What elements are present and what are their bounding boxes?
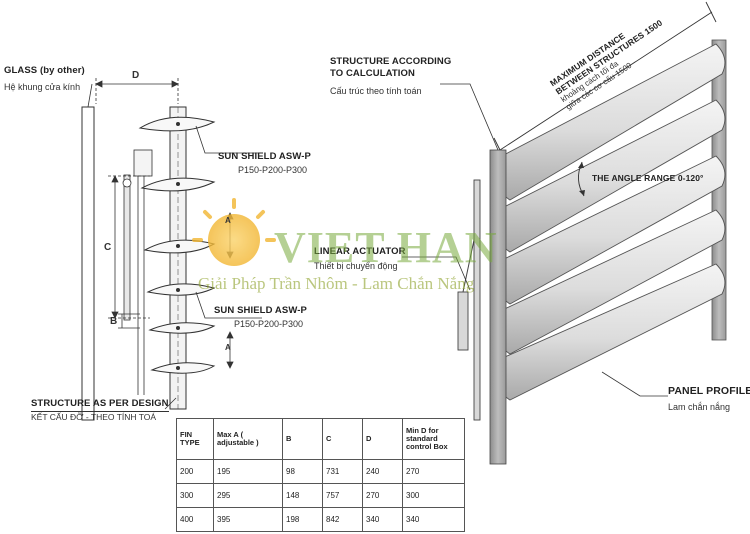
sun-shield-bottom-label: SUN SHIELD ASW-P bbox=[214, 305, 307, 316]
watermark-sun-logo bbox=[192, 198, 276, 266]
structure-calc-label-1: STRUCTURE ACCORDING bbox=[330, 56, 452, 67]
watermark-brand: VIET HAN bbox=[274, 223, 498, 272]
header-b: B bbox=[282, 418, 323, 460]
panel-profile-leader bbox=[601, 371, 668, 397]
structure-design-leader bbox=[164, 397, 177, 410]
table-cell: 148 bbox=[282, 483, 323, 508]
header-c: C bbox=[322, 418, 363, 460]
dimension-c bbox=[108, 175, 150, 319]
glass-panel bbox=[81, 106, 95, 421]
dimension-b-label: B bbox=[110, 316, 118, 327]
angle-range-label: THE ANGLE RANGE 0-120° bbox=[592, 173, 704, 183]
actuator-rod-left bbox=[123, 174, 131, 321]
header-max-a: Max A ( adjustable ) bbox=[213, 418, 283, 460]
sun-shield-bottom-leader bbox=[195, 291, 262, 319]
header-min-d: Min D for standard control Box bbox=[402, 418, 465, 460]
structure-calc-label-2: TO CALCULATION bbox=[330, 68, 415, 79]
structure-design-label-vi: KẾT CẤU ĐỠ - THEO TÍNH TOÁ bbox=[31, 412, 157, 422]
dimension-a-label-bottom: A bbox=[225, 343, 231, 352]
table-row: 200 195 98 731 240 270 bbox=[176, 459, 465, 484]
table-cell: 270 bbox=[402, 459, 465, 484]
table-cell: 300 bbox=[402, 483, 465, 508]
dimension-b bbox=[118, 313, 140, 329]
linear-actuator-leader bbox=[402, 256, 471, 291]
table-cell: 98 bbox=[282, 459, 323, 484]
table-cell: 200 bbox=[176, 459, 214, 484]
structure-design-label: STRUCTURE AS PER DESIGN bbox=[31, 398, 169, 412]
sun-shield-top-sizes: P150-P200-P300 bbox=[238, 165, 308, 175]
louver-blades-perspective bbox=[494, 43, 726, 401]
spec-table: FIN TYPE Max A ( adjustable ) B C D Min … bbox=[176, 418, 465, 532]
table-cell: 400 bbox=[176, 507, 214, 532]
dimension-a-label-top: A bbox=[225, 216, 231, 225]
linear-actuator-label-vi: Thiết bị chuyển động bbox=[314, 261, 398, 271]
structure-calc-label-vi: Cấu trúc theo tính toán bbox=[330, 86, 422, 96]
table-cell: 757 bbox=[322, 483, 363, 508]
spec-table-header-row: FIN TYPE Max A ( adjustable ) B C D Min … bbox=[176, 418, 465, 460]
structure-post-front bbox=[489, 149, 507, 465]
dimension-c-label: C bbox=[104, 242, 112, 253]
panel-profile-label-vi: Lam chắn nắng bbox=[668, 402, 731, 412]
header-d: D bbox=[362, 418, 403, 460]
watermark-tagline: Giải Pháp Trần Nhôm - Lam Chắn Nắng bbox=[198, 274, 475, 293]
linear-actuator-device bbox=[457, 179, 481, 421]
glass-label: GLASS (by other) bbox=[4, 65, 85, 76]
table-cell: 195 bbox=[213, 459, 283, 484]
sun-shield-bottom-sizes: P150-P200-P300 bbox=[234, 319, 304, 329]
table-cell: 300 bbox=[176, 483, 214, 508]
table-cell: 240 bbox=[362, 459, 403, 484]
table-cell: 731 bbox=[322, 459, 363, 484]
table-cell: 340 bbox=[402, 507, 465, 532]
table-cell: 270 bbox=[362, 483, 403, 508]
structure-calc-leader bbox=[440, 83, 499, 151]
table-cell: 395 bbox=[213, 507, 283, 532]
table-row: 300 295 148 757 270 300 bbox=[176, 483, 465, 508]
glass-label-vi: Hệ khung cửa kính bbox=[4, 82, 81, 92]
panel-profile-label: PANEL PROFILE bbox=[668, 385, 750, 397]
table-cell: 198 bbox=[282, 507, 323, 532]
sun-shield-top-leader bbox=[195, 125, 262, 154]
header-fin-type: FIN TYPE bbox=[176, 418, 214, 460]
dimension-d bbox=[95, 78, 179, 104]
linear-actuator-label: LINEAR ACTUATOR bbox=[314, 246, 406, 257]
table-cell: 340 bbox=[362, 507, 403, 532]
table-cell: 295 bbox=[213, 483, 283, 508]
sun-shield-top-label: SUN SHIELD ASW-P bbox=[218, 151, 311, 162]
dimension-d-label: D bbox=[132, 70, 140, 81]
table-row: 400 395 198 842 340 340 bbox=[176, 507, 465, 532]
table-cell: 842 bbox=[322, 507, 363, 532]
glass-leader-line bbox=[87, 83, 93, 108]
